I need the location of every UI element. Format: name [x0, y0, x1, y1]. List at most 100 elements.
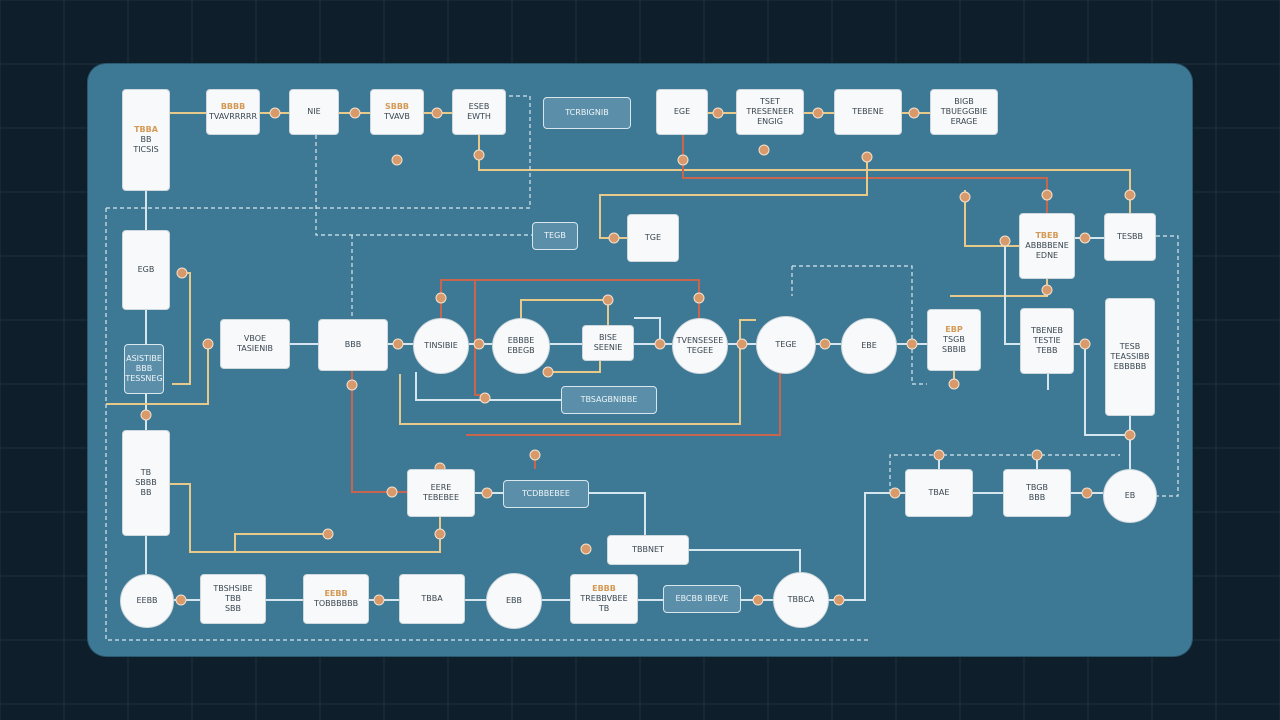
node-n25-line-3: SBBIB: [942, 345, 966, 354]
wire-54: [1004, 246, 1020, 345]
node-n08-line-1: TSET: [760, 97, 780, 106]
node-n28-line-2: SBBB: [135, 478, 157, 487]
node-n27[interactable]: TBSAGBNIBBE: [561, 386, 657, 414]
node-n27-line-1: TBSAGBNIBBE: [580, 395, 638, 404]
node-n25-line-1: EBP: [945, 325, 963, 334]
connector-badge-43: [861, 151, 873, 163]
connector-badge-21: [479, 392, 491, 404]
node-n37-line-1: EBB: [505, 596, 523, 605]
wire-8: [478, 135, 1131, 213]
wire-64: [792, 265, 927, 385]
node-n13[interactable]: TGE: [627, 214, 679, 262]
connector-badge-19: [602, 294, 614, 306]
node-n06-line-1: TCRBIGNIB: [565, 108, 609, 117]
node-n41[interactable]: TBBNET: [607, 535, 689, 565]
connector-badge-33: [175, 594, 187, 606]
wire-62: [315, 135, 532, 236]
node-n14-line-1: TBEB: [1035, 231, 1059, 240]
connector-badge-40: [473, 149, 485, 161]
node-n22-line-2: TEGEE: [686, 346, 714, 355]
connector-badge-49: [812, 107, 824, 119]
node-n02-line-2: TVAVRRRRR: [208, 112, 258, 121]
node-n34-line-3: SBB: [224, 604, 242, 613]
connector-badge-26: [386, 486, 398, 498]
node-n08-line-2: TRESENEER: [746, 107, 794, 116]
connector-badge-24: [434, 528, 446, 540]
node-n36-line-1: TBBA: [421, 594, 443, 603]
node-n33[interactable]: EB: [1103, 469, 1157, 523]
node-n06[interactable]: TCRBIGNIB: [543, 97, 631, 129]
node-n30[interactable]: TCDBBEBEE: [503, 480, 589, 508]
connector-badge-2: [202, 338, 214, 350]
node-n28-line-3: BB: [140, 488, 152, 497]
connector-badge-20: [542, 366, 554, 378]
node-n19[interactable]: TINSIBIE: [413, 318, 469, 374]
connector-badge-7: [736, 338, 748, 350]
connector-badge-31: [833, 594, 845, 606]
node-n36[interactable]: TBBA: [399, 574, 465, 624]
node-n26-line-2: TESTIE: [1033, 336, 1061, 345]
connector-badge-37: [1081, 487, 1093, 499]
node-n31[interactable]: TBAE: [905, 469, 973, 517]
connector-badge-52: [346, 379, 358, 391]
node-n03[interactable]: NIE: [289, 89, 339, 135]
connector-badge-36: [1031, 449, 1043, 461]
wire-33: [351, 371, 407, 493]
node-n34-line-2: TBB: [225, 594, 241, 603]
node-n28-line-1: TB: [140, 468, 152, 477]
wire-34: [466, 344, 781, 436]
node-n24[interactable]: EBE: [841, 318, 897, 374]
node-n20-line-1: EBBBE: [507, 336, 535, 345]
wire-35: [399, 319, 756, 425]
node-n37[interactable]: EBB: [486, 573, 542, 629]
node-n11[interactable]: EGB: [122, 230, 170, 310]
node-n17-line-1: VBOE: [243, 334, 267, 343]
node-n08-line-3: ENGIG: [757, 117, 783, 126]
node-n18[interactable]: BBB: [318, 319, 388, 371]
node-n15[interactable]: TESBB: [1104, 213, 1156, 261]
connector-badge-51: [608, 232, 620, 244]
node-n04-line-1: SBBB: [384, 102, 410, 111]
connector-badge-22: [529, 449, 541, 461]
wire-9: [682, 135, 1048, 213]
node-n12[interactable]: TEGB: [532, 222, 578, 250]
node-n12-line-1: TEGB: [544, 231, 566, 240]
node-n10-line-1: BIGB: [954, 97, 974, 106]
wire-11: [964, 190, 1019, 247]
node-n07[interactable]: EGE: [656, 89, 708, 135]
connector-badge-46: [349, 107, 361, 119]
connector-badge-4: [392, 338, 404, 350]
node-n29-line-1: TESB: [1119, 342, 1141, 351]
connector-badge-10: [999, 235, 1011, 247]
connector-badge-27: [481, 487, 493, 499]
connector-badge-11: [959, 191, 971, 203]
node-n09[interactable]: TEBENE: [834, 89, 902, 135]
node-n17-line-2: TASIENIB: [236, 344, 274, 353]
node-n01-line-1: TBBA: [134, 125, 158, 134]
node-n40[interactable]: TBBCA: [773, 572, 829, 628]
node-n23[interactable]: TEGE: [756, 316, 816, 374]
node-n35[interactable]: EEBB: [120, 574, 174, 628]
node-n39[interactable]: EBCBB IBEVE: [663, 585, 741, 613]
